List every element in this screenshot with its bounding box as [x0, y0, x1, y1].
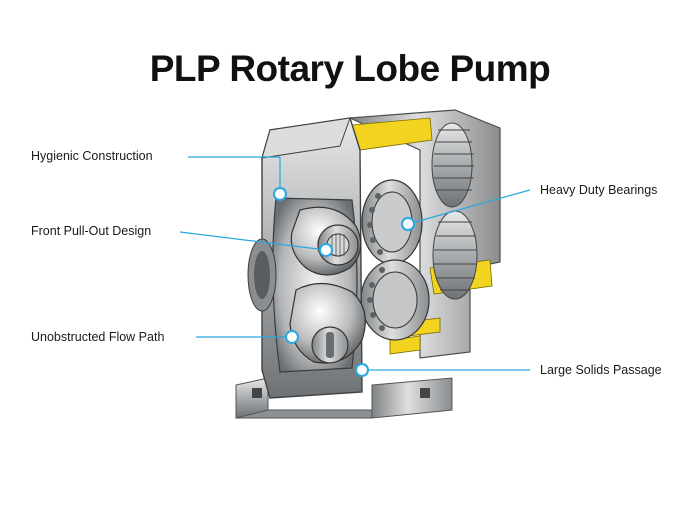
- marker-hygienic: [273, 187, 287, 201]
- page-title: PLP Rotary Lobe Pump: [149, 48, 551, 89]
- marker-bearings: [401, 217, 415, 231]
- callout-markers: [273, 187, 415, 377]
- marker-solids: [355, 363, 369, 377]
- marker-front-pull-out: [319, 243, 333, 257]
- callout-hygienic-construction: Hygienic Construction: [31, 149, 153, 163]
- pump-base: [235, 377, 453, 419]
- leader-bearings: [407, 189, 531, 225]
- callout-front-pull-out-design: Front Pull-Out Design: [31, 224, 152, 238]
- callout-unobstructed-flow-path: Unobstructed Flow Path: [31, 330, 165, 344]
- bearing-assemblies: [360, 179, 430, 341]
- callout-lines: [179, 156, 531, 371]
- timing-gears: [431, 122, 478, 300]
- callout-large-solids-passage: Large Solids Passage: [540, 363, 662, 377]
- leader-front-pull-out: [179, 231, 327, 251]
- callout-heavy-duty-bearings: Heavy Duty Bearings: [540, 183, 658, 197]
- marker-unobstructed: [285, 330, 299, 344]
